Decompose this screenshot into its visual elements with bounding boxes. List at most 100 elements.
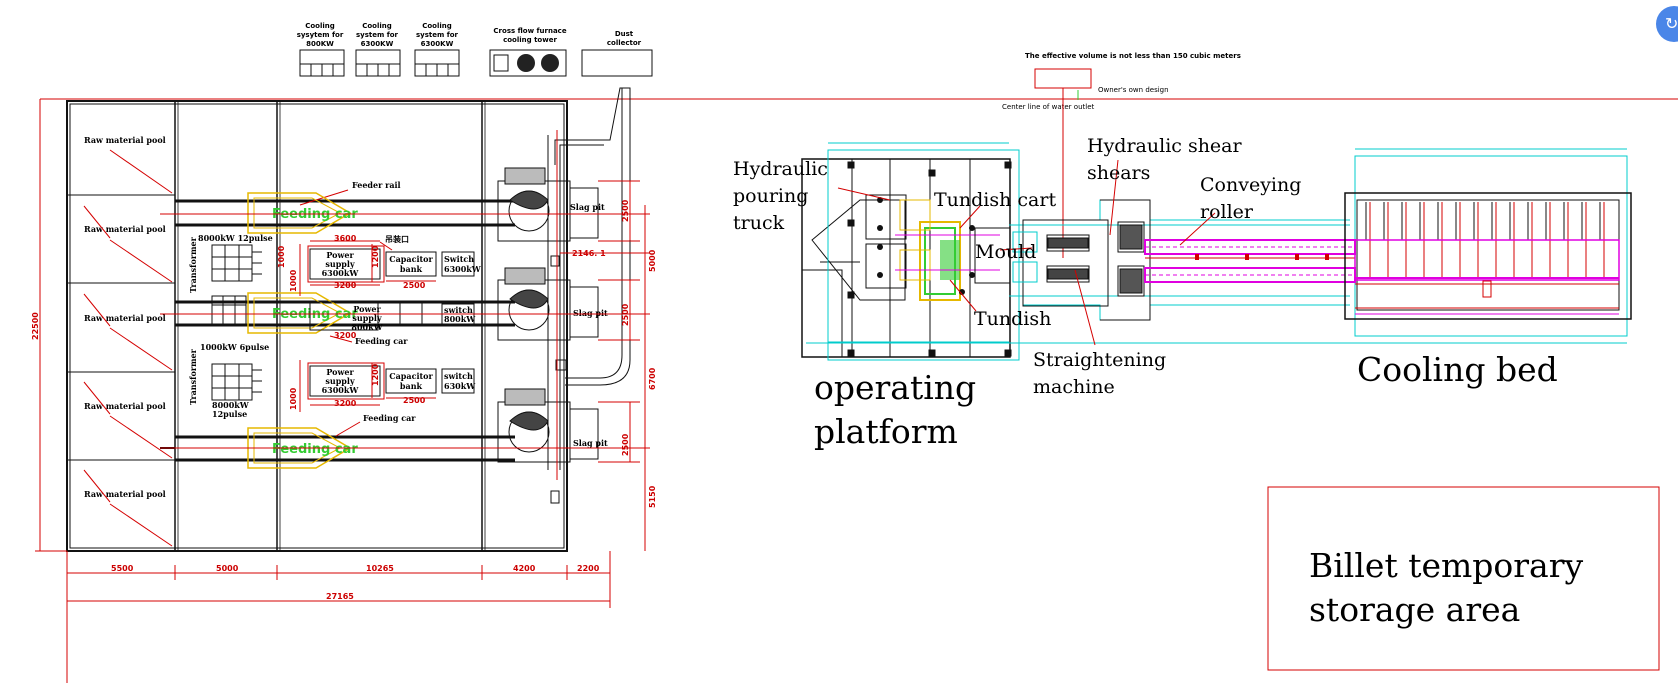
label-operating-platform: operating platform	[814, 368, 976, 451]
svg-text:Billet temporary: Billet temporary	[1309, 546, 1583, 585]
cooling-system-800kw: Cooling sysytem for 800KW	[297, 22, 345, 77]
water-tank: The effective volume is not less than 15…	[1002, 52, 1241, 258]
svg-text:6700: 6700	[648, 367, 657, 390]
label-straightening-machine: Straightening machine	[1033, 349, 1166, 398]
svg-text:2500: 2500	[621, 199, 630, 222]
svg-text:Hydraulic shear: Hydraulic shear	[1087, 135, 1243, 157]
capacitor-bank-1: Capacitor bank	[385, 251, 437, 277]
svg-text:2500: 2500	[621, 303, 630, 326]
raw-material-pool-4: Raw material pool	[83, 381, 173, 459]
svg-text:bank: bank	[400, 381, 423, 391]
capacitor-bank-2: Capacitor bank	[385, 368, 437, 394]
casting-line-plan: Hydraulic pouring truck Tundish cart Mou…	[733, 135, 1660, 671]
svg-text:supply: supply	[325, 376, 355, 386]
power-supply-2: Power supply 800kW	[309, 301, 423, 332]
svg-text:22500: 22500	[31, 312, 40, 340]
label-cooling-bed: Cooling bed	[1357, 350, 1558, 389]
svg-text:6300kW: 6300kW	[322, 385, 360, 395]
svg-text:system for: system for	[416, 31, 459, 39]
svg-text:6300KW: 6300KW	[361, 40, 394, 48]
svg-text:sysytem for: sysytem for	[297, 31, 344, 39]
svg-text:800KW: 800KW	[306, 40, 334, 48]
svg-text:Power: Power	[326, 367, 354, 377]
svg-text:bank: bank	[400, 264, 423, 274]
label-conveying-roller: Conveying roller	[1200, 174, 1301, 223]
svg-text:machine: machine	[1033, 376, 1115, 398]
svg-text:2200: 2200	[577, 564, 600, 573]
switch-2: switch 800kW	[441, 303, 476, 327]
svg-text:6300KW: 6300KW	[421, 40, 454, 48]
top-equipment-row: Cooling sysytem for 800KW Cooling system…	[297, 22, 653, 77]
cyan-guides	[806, 142, 1628, 361]
svg-text:1200: 1200	[371, 363, 380, 386]
svg-text:Cross flow furnace: Cross flow furnace	[493, 27, 566, 35]
slag-pit-3: Slag pit	[573, 438, 608, 448]
svg-text:2500: 2500	[621, 433, 630, 456]
svg-text:3200: 3200	[334, 281, 357, 290]
bottom-dimension-lines	[66, 551, 611, 683]
svg-text:The effective volume is not le: The effective volume is not less than 15…	[1025, 52, 1241, 60]
svg-text:Raw material pool: Raw material pool	[84, 224, 166, 234]
feeding-car-1: Feeding car	[247, 192, 358, 234]
svg-text:1000: 1000	[289, 387, 298, 410]
svg-text:supply: supply	[325, 259, 355, 269]
label-hydraulic-pouring-truck: Hydraulic pouring truck	[733, 158, 828, 234]
label-mould: Mould	[975, 241, 1036, 263]
svg-text:3200: 3200	[334, 331, 357, 340]
svg-text:Dust: Dust	[615, 30, 634, 38]
straightening-area	[1012, 199, 1151, 321]
power-supply-3: Power supply 6300kW	[309, 365, 381, 397]
svg-text:Raw material pool: Raw material pool	[84, 401, 166, 411]
feeding-car-small-label-2: Feeding car	[363, 413, 416, 423]
raw-material-pool-2: Raw material pool	[83, 205, 173, 283]
svg-text:Straightening: Straightening	[1033, 349, 1166, 371]
slag-pit-1: Slag pit	[570, 202, 605, 212]
svg-text:1000: 1000	[289, 269, 298, 292]
melting-workshop-plan: Raw material pool Raw material pool Raw …	[31, 87, 657, 683]
svg-text:Cooling: Cooling	[305, 22, 335, 30]
conveying-roller	[1144, 239, 1356, 283]
raw-material-pool-3: Raw material pool	[83, 293, 173, 371]
svg-text:roller: roller	[1200, 201, 1254, 223]
svg-text:platform: platform	[814, 412, 958, 451]
svg-text:2500: 2500	[403, 396, 426, 405]
svg-text:2500: 2500	[403, 281, 426, 290]
slag-pit-2: Slag pit	[573, 308, 608, 318]
cooling-bed	[1344, 192, 1632, 320]
svg-text:Raw material pool: Raw material pool	[84, 489, 166, 499]
feeding-car-3: Feeding car	[247, 427, 358, 469]
svg-text:supply: supply	[352, 313, 382, 323]
svg-text:8000kW: 8000kW	[212, 400, 250, 410]
svg-text:5000: 5000	[216, 564, 239, 573]
svg-text:system for: system for	[356, 31, 399, 39]
hoisting-port-label: 吊装口	[385, 234, 409, 244]
svg-text:5000: 5000	[648, 249, 657, 272]
feeding-car-small-label-1: Feeding car	[355, 336, 408, 346]
switch-1: Switch 6300kW	[441, 251, 482, 277]
svg-text:Switch: Switch	[444, 254, 474, 264]
svg-text:switch: switch	[444, 371, 473, 381]
svg-text:Feeding car: Feeding car	[272, 442, 358, 457]
cooling-system-6300kw-b: Cooling system for 6300KW	[414, 22, 460, 77]
refresh-icon[interactable]: ↻	[1656, 6, 1678, 42]
svg-text:Conveying: Conveying	[1200, 174, 1301, 196]
svg-text:operating: operating	[814, 368, 976, 407]
left-dimension-line	[35, 99, 67, 552]
svg-text:27165: 27165	[326, 592, 354, 601]
cross-flow-cooling-tower: Cross flow furnace cooling tower	[489, 27, 567, 77]
raw-material-pool-5: Raw material pool	[83, 469, 173, 547]
svg-text:4200: 4200	[513, 564, 536, 573]
svg-text:Power: Power	[353, 304, 381, 314]
water-pipe	[547, 87, 631, 470]
casting-machine-core	[877, 197, 1011, 301]
refresh-glyph: ↻	[1665, 14, 1678, 33]
svg-text:630kW: 630kW	[444, 381, 476, 391]
label-tundish: Tundish	[974, 308, 1051, 330]
power-area-red-outlines	[299, 240, 436, 412]
svg-text:3600: 3600	[334, 234, 357, 243]
svg-text:shears: shears	[1087, 162, 1150, 184]
transformer-group: Transformer Transformer 8000kW 12pulse 1…	[188, 233, 273, 419]
svg-text:5500: 5500	[111, 564, 134, 573]
svg-text:switch: switch	[444, 305, 473, 315]
